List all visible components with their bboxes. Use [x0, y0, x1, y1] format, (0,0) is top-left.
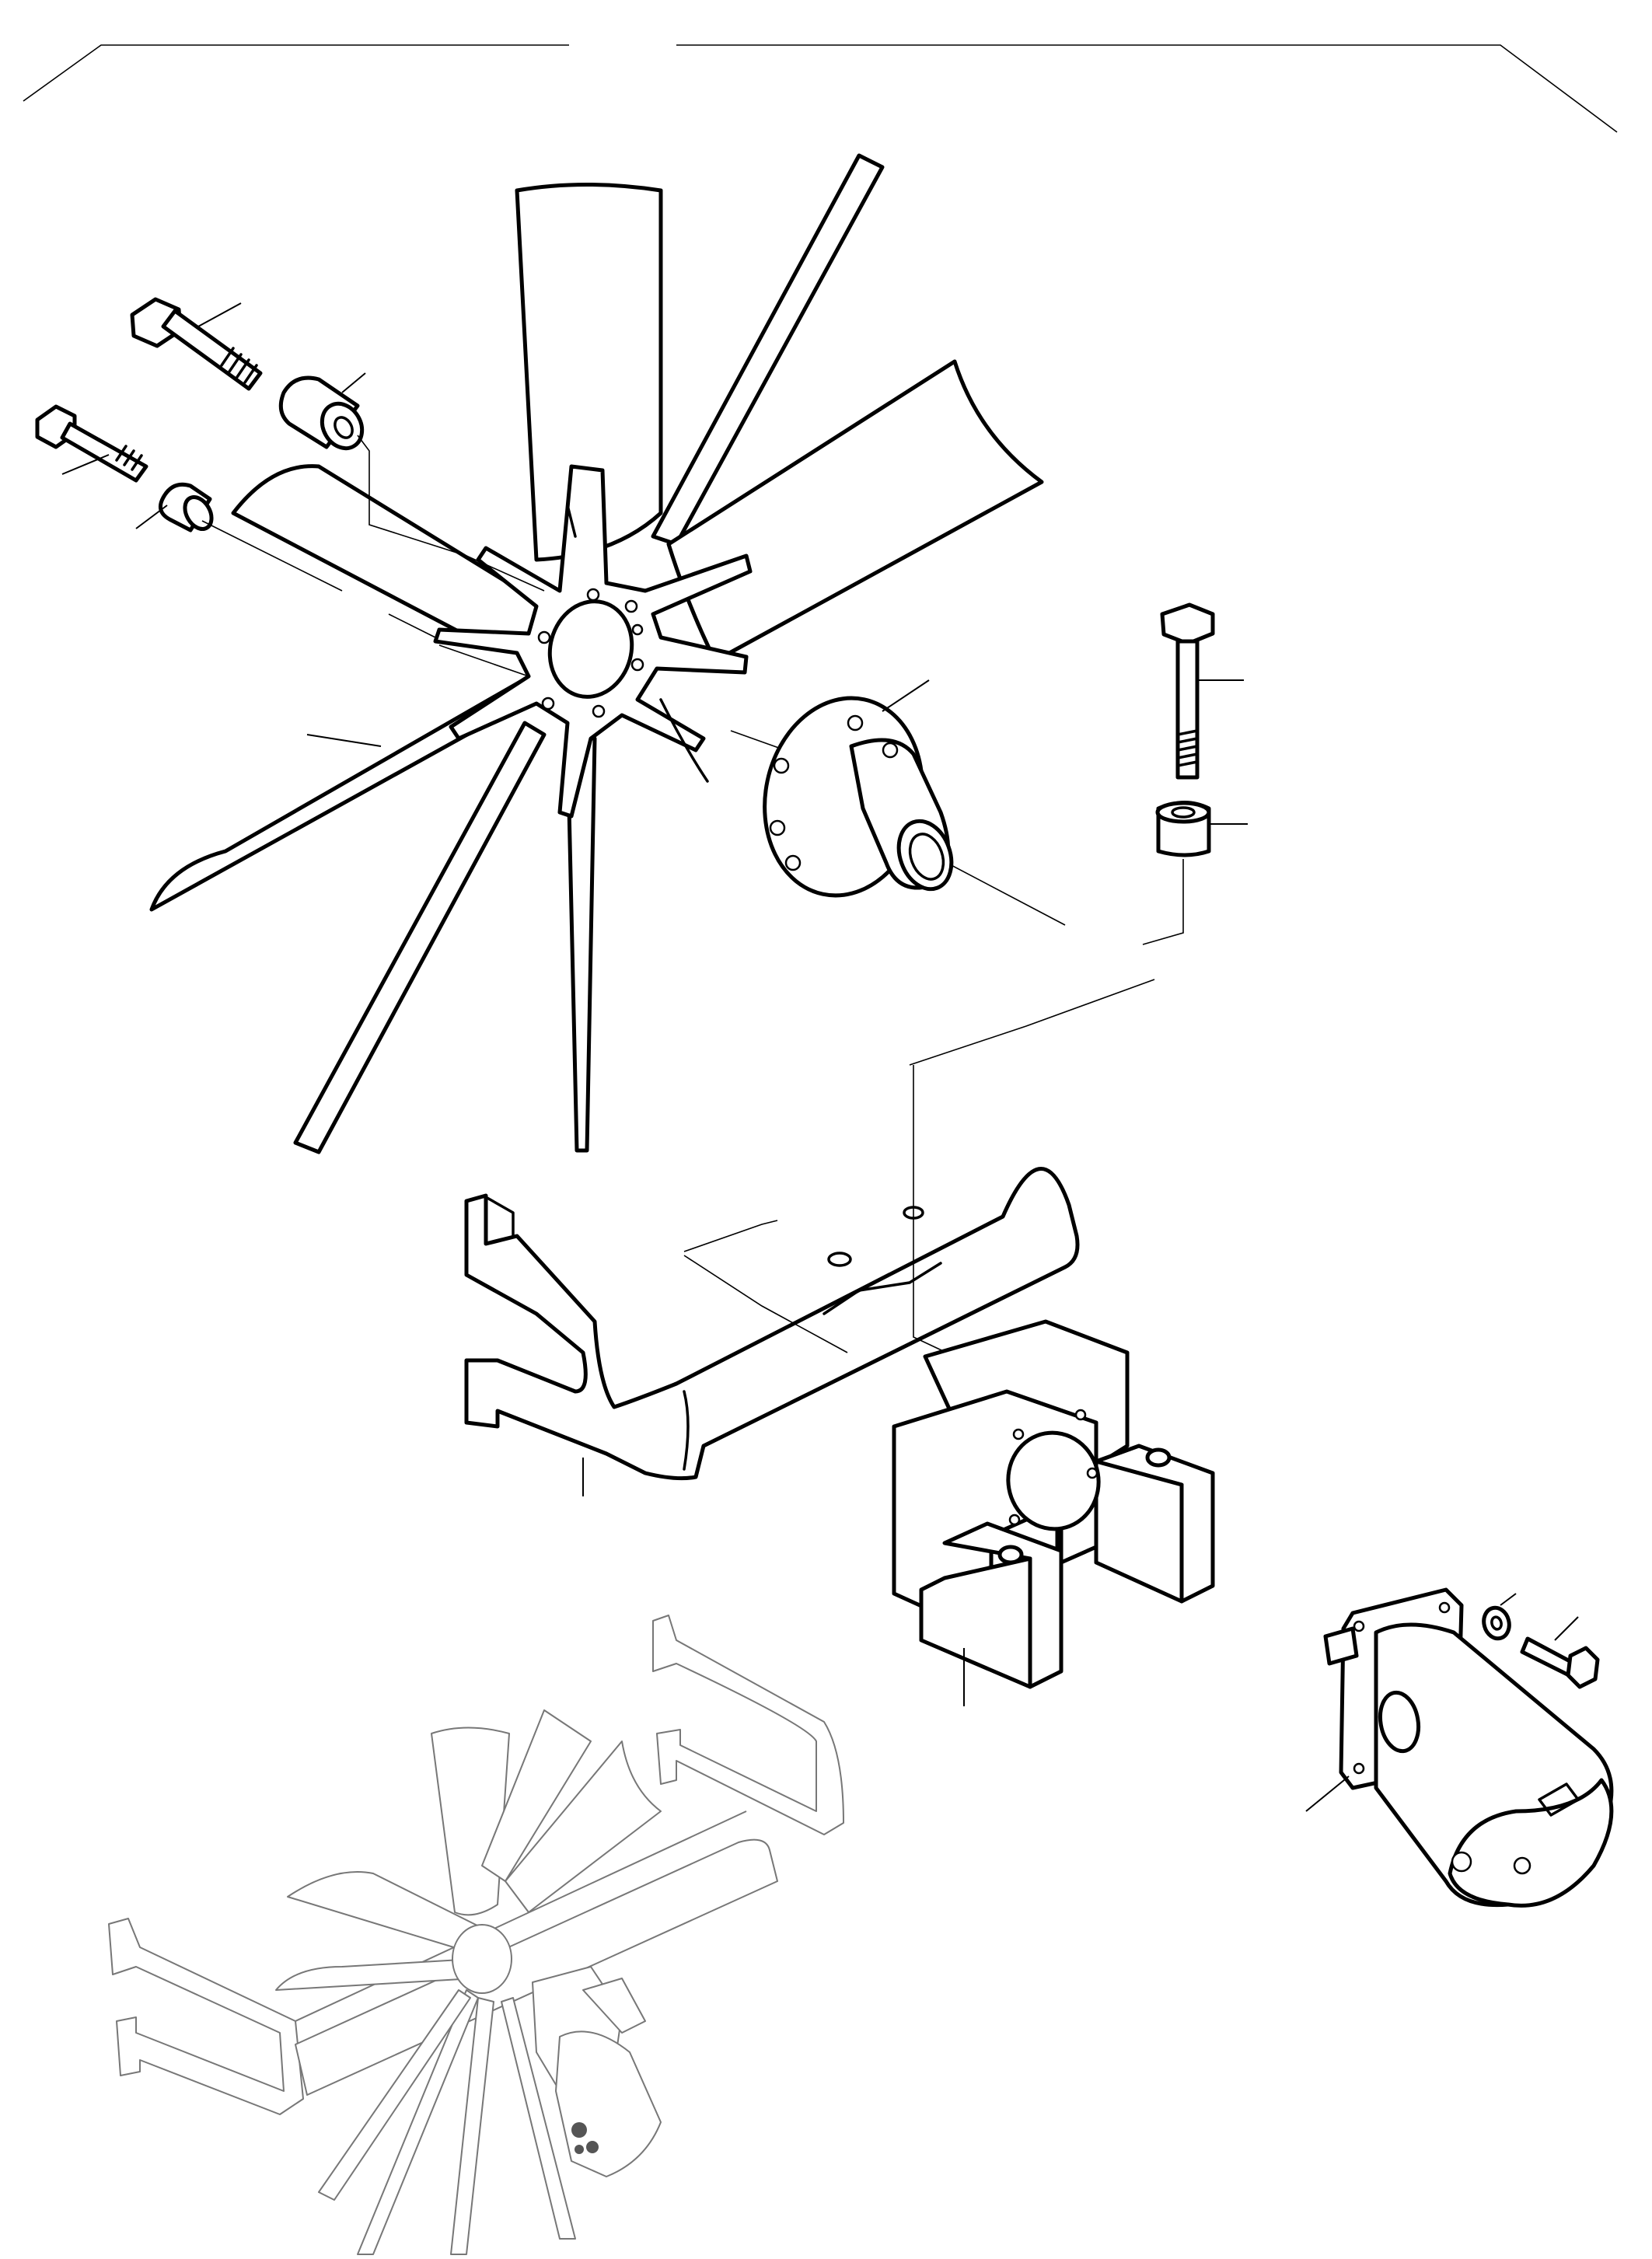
short-bolt-spacer-icon — [135, 482, 214, 532]
vertical-bolt-icon — [1160, 602, 1244, 780]
assembly-centerlines — [201, 435, 1066, 926]
hydraulic-motor-icon — [1305, 1587, 1614, 1908]
support-frame-icon — [464, 979, 1155, 1496]
hub-icon — [763, 679, 954, 898]
long-bolt-icon — [130, 297, 263, 391]
fan-icon — [149, 153, 1044, 1154]
vertical-spacer-icon — [1142, 801, 1248, 945]
page-frame — [23, 44, 1618, 133]
short-bolt-icon — [35, 404, 148, 483]
washer-icon — [1482, 1593, 1517, 1641]
assembly-icon — [108, 1615, 844, 2255]
motor-bolt-icon — [1520, 1616, 1600, 1689]
long-bolt-spacer-icon — [278, 372, 366, 451]
motor-mount-block-icon — [892, 1319, 1215, 1706]
